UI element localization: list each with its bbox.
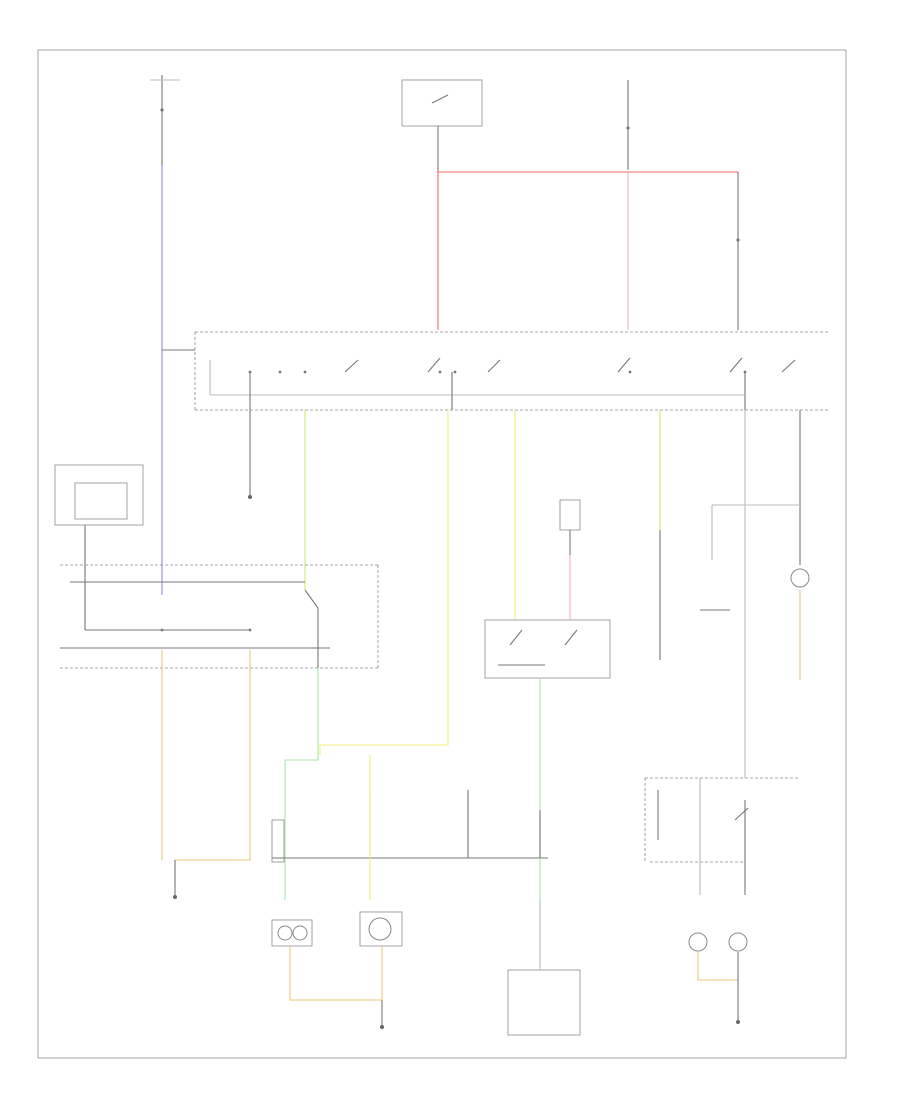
ignition-switch-box — [401, 79, 483, 170]
hazard-switch-assembly — [60, 564, 379, 669]
red-power-bus — [437, 170, 739, 330]
right-side-fuse — [736, 238, 740, 242]
rear-lamps-box — [644, 500, 800, 1024]
front-lamp-bus — [271, 790, 548, 863]
left-relay-box — [54, 464, 144, 630]
combination-switch-assembly — [162, 331, 830, 470]
green-wire-1 — [284, 668, 319, 900]
right-circuit — [659, 504, 810, 680]
top-left-fuse — [150, 75, 180, 165]
flasher-unit — [559, 499, 581, 555]
right-indicator-lamp — [790, 568, 810, 588]
rear-left-lamp — [688, 932, 708, 952]
switch-ground — [248, 470, 252, 499]
front-right-lamp — [359, 911, 403, 947]
rear-right-lamp — [728, 932, 748, 952]
top-right-fuse — [626, 80, 630, 170]
orange-wire-3 — [289, 946, 383, 1001]
turn-signal-relay-box — [484, 619, 611, 679]
front-left-lamp — [271, 919, 313, 947]
yellow-wire-1 — [319, 410, 449, 755]
left-ground — [173, 860, 177, 899]
diagram-frame — [37, 49, 847, 1059]
front-ground — [380, 1000, 384, 1029]
bottom-relay-box — [507, 900, 581, 1036]
orange-wire-2 — [175, 650, 251, 861]
